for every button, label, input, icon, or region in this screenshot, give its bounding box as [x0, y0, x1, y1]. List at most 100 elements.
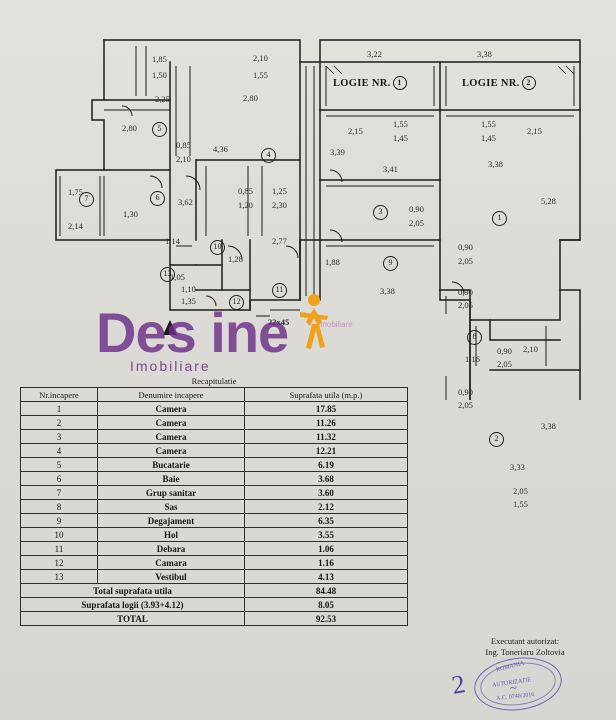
room-number-9: 9: [383, 256, 398, 271]
cell-area: 3.60: [244, 485, 408, 500]
cell-name: Camera: [97, 415, 245, 430]
logie-label-1: LOGIE NR.1: [333, 76, 407, 90]
room-number-12: 12: [229, 295, 244, 310]
cell-nr: 11: [20, 541, 98, 556]
dimension-label: 5,28: [541, 196, 556, 206]
dimension-label: 3,39: [330, 147, 345, 157]
dimension-label: 1,88: [325, 257, 340, 267]
dimension-label: 0,85: [176, 140, 191, 150]
cell-nr: 6: [20, 471, 98, 486]
room-number-5: 5: [152, 122, 167, 137]
dimension-label: 0,90: [497, 346, 512, 356]
room-number-10: 10: [210, 240, 225, 255]
cell-nr: 3: [20, 429, 98, 444]
cell-nr: 7: [20, 485, 98, 500]
cell-nr: 1: [20, 401, 98, 416]
cell-area: 1.16: [244, 555, 408, 570]
dimension-label: 2,25: [155, 94, 170, 104]
dimension-label: 2,30: [272, 200, 287, 210]
cell-name: Degajament: [97, 513, 245, 528]
cell-nr: 5: [20, 457, 98, 472]
dimension-label: 1,25: [272, 186, 287, 196]
executant-name: Ing. Toneriaru Zoltovia: [485, 646, 565, 657]
dimension-label: 3,38: [477, 49, 492, 59]
room-number-3: 3: [373, 205, 388, 220]
signature-mark-secondary: ~: [509, 679, 518, 696]
dimension-label: 1,35: [181, 296, 196, 306]
dimension-label: 1,55: [393, 119, 408, 129]
dimension-label: 2,80: [243, 93, 258, 103]
cell-area: 6.35: [244, 513, 408, 528]
dimension-label: 0,90: [458, 287, 473, 297]
dimension-label: 1,50: [152, 70, 167, 80]
dimension-label: 3,38: [380, 286, 395, 296]
dimension-label: 4,36: [213, 144, 228, 154]
dimension-label: 1,55: [253, 70, 268, 80]
recapitulare-title: Recapitulatie: [191, 376, 237, 386]
cell-area: 12.21: [244, 443, 408, 458]
cell-area: 3.68: [244, 471, 408, 486]
dimension-label: 1,16: [465, 354, 480, 364]
total-label: Total suprafata utila: [20, 583, 245, 598]
room-number-7: 7: [79, 192, 94, 207]
cell-area: 11.32: [244, 429, 408, 444]
dimension-label: 1,28: [228, 254, 243, 264]
dimension-label: 1,55: [481, 119, 496, 129]
dimension-label: 3,22: [367, 49, 382, 59]
cell-area: 2.12: [244, 499, 408, 514]
column-header: Suprafata utila (m.p.): [244, 387, 408, 402]
dimension-label: 3,41: [383, 164, 398, 174]
cell-name: Grup sanitar: [97, 485, 245, 500]
dimension-label: 1,85: [152, 54, 167, 64]
signature-block: Executant autorizat: Ing. Toneriaru Zolt…: [440, 636, 610, 657]
dimension-label: 0,90: [409, 204, 424, 214]
dimension-label: 2,15: [527, 126, 542, 136]
logie-text: LOGIE NR.: [462, 78, 520, 89]
cell-name: Camera: [97, 401, 245, 416]
cell-name: Sas: [97, 499, 245, 514]
total-value: 8.05: [244, 597, 408, 612]
room-number-6: 6: [150, 191, 165, 206]
room-number-1: 1: [492, 211, 507, 226]
dimension-label: 2,15: [348, 126, 363, 136]
executant-label: Executant autorizat:: [490, 636, 560, 646]
dimension-label: 3,38: [541, 421, 556, 431]
cell-name: Vestibul: [97, 569, 245, 584]
dimension-label: 0,90: [458, 387, 473, 397]
dimension-label: 2,05: [458, 400, 473, 410]
cell-name: Baie: [97, 471, 245, 486]
dimension-label: 3,62: [178, 197, 193, 207]
cell-nr: 10: [20, 527, 98, 542]
cell-nr: 2: [20, 415, 98, 430]
dimension-label: 2,10: [253, 53, 268, 63]
dimension-label: 1,05: [170, 272, 185, 282]
dimension-label: 2,05: [458, 300, 473, 310]
door-note: 22x45: [268, 317, 290, 327]
cell-area: 17.85: [244, 401, 408, 416]
table-total-row: Suprafata logii (3.93+4.12)8.05: [20, 597, 408, 612]
dimension-label: 1,55: [513, 499, 528, 509]
dimension-label: 3,38: [488, 159, 503, 169]
dimension-label: 2,05: [513, 486, 528, 496]
total-value: 92.53: [244, 611, 408, 626]
cell-name: Camera: [97, 429, 245, 444]
dimension-label: 2,05: [497, 359, 512, 369]
dimension-label: 1,20: [238, 200, 253, 210]
dimension-label: 2,10: [176, 154, 191, 164]
dimension-label: 2,14: [68, 221, 83, 231]
dimension-label: 2,77: [272, 236, 287, 246]
logie-badge: 1: [392, 76, 407, 90]
